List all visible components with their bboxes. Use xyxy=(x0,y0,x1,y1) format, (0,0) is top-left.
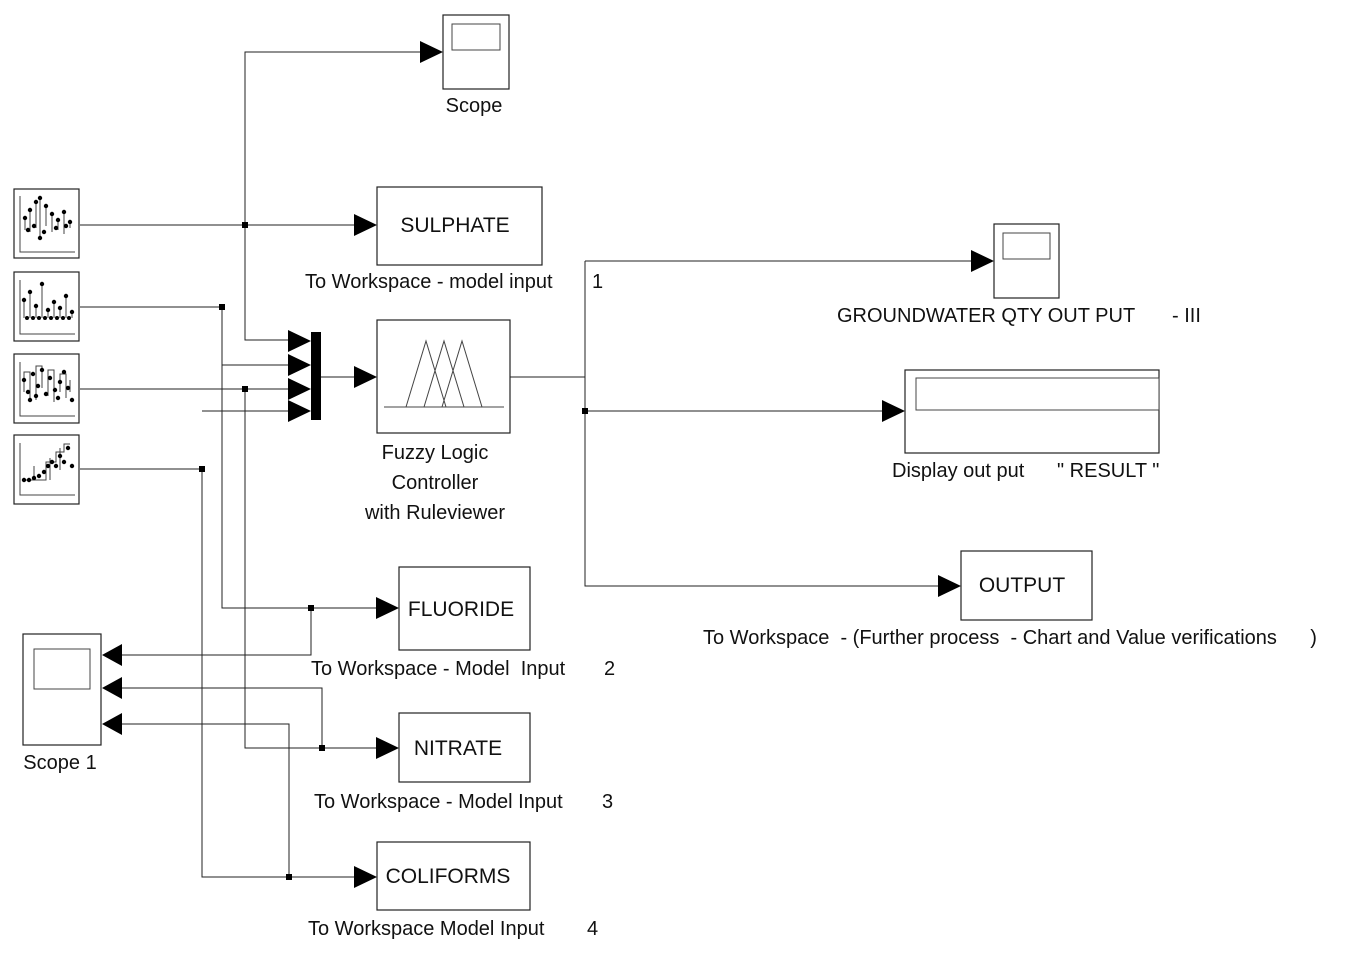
arrow-scope1-in3 xyxy=(102,713,122,735)
wire-src2 xyxy=(80,306,376,609)
junction-dot xyxy=(242,222,248,228)
scope-icon xyxy=(33,648,91,690)
junction-dot xyxy=(319,745,325,751)
wire-branch-mux1 xyxy=(244,225,288,341)
fuzzy-controller-block[interactable] xyxy=(376,319,511,434)
junction-dot xyxy=(286,874,292,880)
coliforms-caption: To Workspace Model Input xyxy=(308,918,545,940)
wire-out-groundwater xyxy=(584,261,938,587)
arrow-display xyxy=(882,400,905,422)
mux-icon xyxy=(311,332,321,420)
arrowheads xyxy=(102,41,994,888)
display-icon xyxy=(915,377,1160,411)
nitrate-text: NITRATE xyxy=(414,737,502,760)
arrow-scope xyxy=(420,41,443,63)
signal-source-icon xyxy=(19,196,75,253)
fluoride-text: FLUORIDE xyxy=(408,598,514,621)
nitrate-block[interactable]: NITRATE xyxy=(398,712,531,783)
coliforms-text: COLIFORMS xyxy=(386,865,511,888)
display-label: Display out put xyxy=(892,460,1025,482)
fuzzy-membership-icon xyxy=(384,339,504,408)
fluoride-caption: To Workspace - Model Input xyxy=(311,658,566,680)
junction-dot xyxy=(199,466,205,472)
fuzzy-label-line1: Fuzzy Logic xyxy=(382,442,489,464)
signal-points xyxy=(21,445,75,483)
signal-source-1[interactable] xyxy=(13,188,80,259)
scope1-block[interactable] xyxy=(22,633,102,746)
scope-icon xyxy=(451,23,501,51)
wire-scope1-in3 xyxy=(122,723,290,877)
scope-label: Scope xyxy=(446,95,503,117)
arrow-coliforms xyxy=(354,866,377,888)
junction-dot xyxy=(219,304,225,310)
fluoride-caption-index: 2 xyxy=(604,658,615,680)
junction-dots xyxy=(199,222,588,880)
coliforms-caption-index: 4 xyxy=(587,918,598,940)
display-block[interactable] xyxy=(904,369,1160,454)
signal-points xyxy=(21,281,75,320)
arrow-mux-in2 xyxy=(288,354,311,376)
arrow-scope1-in2 xyxy=(102,677,122,699)
scope-icon xyxy=(1002,232,1051,260)
output-text: OUTPUT xyxy=(979,574,1066,597)
signal-points xyxy=(21,367,75,403)
groundwater-scope-label: GROUNDWATER QTY OUT PUT xyxy=(837,305,1135,327)
fluoride-block[interactable]: FLUORIDE xyxy=(398,566,531,651)
sulphate-block[interactable]: SULPHATE xyxy=(376,186,543,266)
junction-dot xyxy=(582,408,588,414)
junction-dot xyxy=(308,605,314,611)
signal-source-icon xyxy=(19,280,75,335)
wire-branch-scope xyxy=(244,51,420,225)
sulphate-text: SULPHATE xyxy=(400,214,509,237)
display-label-result: " RESULT " xyxy=(1057,460,1159,482)
arrow-groundwater xyxy=(971,250,994,272)
arrow-mux-in3 xyxy=(288,378,311,400)
wire-src4 xyxy=(80,468,355,878)
junction-dot xyxy=(242,386,248,392)
signal-source-2[interactable] xyxy=(13,271,80,342)
wire-scope1-in1 xyxy=(122,608,312,656)
signal-points xyxy=(22,195,73,241)
groundwater-scope-label-suffix: - III xyxy=(1172,305,1201,327)
arrow-fuzzy-in xyxy=(354,366,377,388)
signal-source-icon xyxy=(19,362,75,417)
sulphate-caption: To Workspace - model input xyxy=(305,271,553,293)
scope1-label: Scope 1 xyxy=(23,752,96,774)
fuzzy-label-line2: Controller xyxy=(392,472,479,494)
output-caption: To Workspace - (Further process - Chart … xyxy=(703,627,1317,649)
nitrate-caption-index: 3 xyxy=(602,791,613,813)
connection-lines xyxy=(80,51,972,878)
arrow-mux-in1 xyxy=(288,330,311,352)
wire-scope1-in2 xyxy=(122,687,323,748)
signal-source-4[interactable] xyxy=(13,434,80,505)
fuzzy-label-line3: with Ruleviewer xyxy=(364,502,505,524)
sulphate-caption-index: 1 xyxy=(592,271,603,293)
signal-source-3[interactable] xyxy=(13,353,80,424)
arrow-scope1-in1 xyxy=(102,644,122,666)
output-block[interactable]: OUTPUT xyxy=(960,550,1093,621)
arrow-mux-in4 xyxy=(288,400,311,422)
arrow-fluoride xyxy=(376,597,399,619)
arrow-sulphate xyxy=(354,214,377,236)
coliforms-block[interactable]: COLIFORMS xyxy=(376,841,531,911)
nitrate-caption: To Workspace - Model Input xyxy=(314,791,563,813)
arrow-nitrate xyxy=(376,737,399,759)
wire-src3-nitrate xyxy=(244,389,376,749)
scope-block[interactable] xyxy=(442,14,510,90)
arrow-output xyxy=(938,575,961,597)
groundwater-scope-block[interactable] xyxy=(993,223,1060,299)
